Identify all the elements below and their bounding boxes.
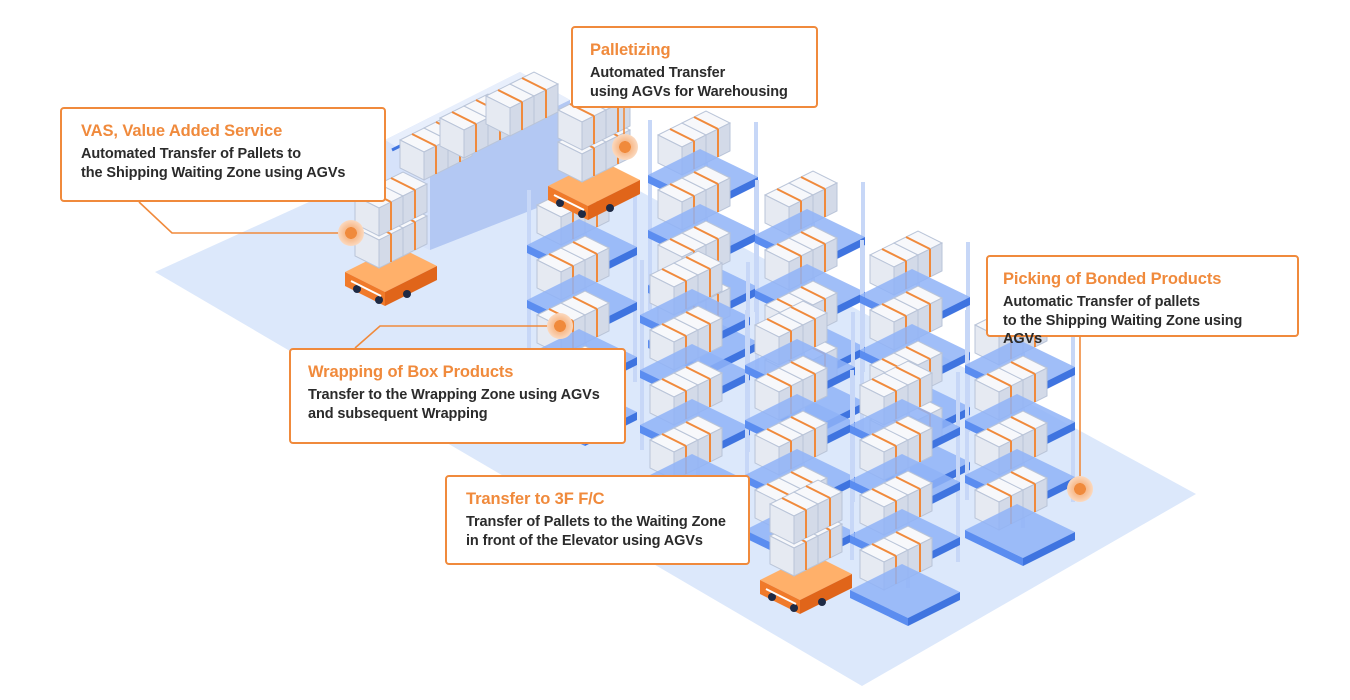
callout-line: using AGVs for Warehousing xyxy=(590,83,788,100)
callout-title: Picking of Bonded Products xyxy=(1003,270,1222,288)
hotspot-marker-icon xyxy=(338,134,1093,502)
callout-line: and subsequent Wrapping xyxy=(308,405,488,422)
callout-vas: VAS, Value Added Service Automated Trans… xyxy=(60,107,386,202)
callout-title: Wrapping of Box Products xyxy=(308,363,514,381)
callout-line: Automated Transfer of Pallets to xyxy=(81,146,301,162)
callout-title: Transfer to 3F F/C xyxy=(466,490,605,508)
callout-line: Transfer of Pallets to the Waiting Zone xyxy=(466,514,726,530)
callout-line: the Shipping Waiting Zone using AGVs xyxy=(81,164,346,181)
callout-line: Automatic Transfer of pallets xyxy=(1003,294,1200,310)
callout-title: VAS, Value Added Service xyxy=(81,122,283,140)
callout-wrapping: Wrapping of Box Products Transfer to the… xyxy=(289,348,626,444)
callout-line: to the Shipping Waiting Zone using AGVs xyxy=(1003,312,1243,348)
leader-lines xyxy=(138,108,1081,488)
callout-palletizing: Palletizing Automated Transfer using AGV… xyxy=(571,26,818,108)
callout-line: Transfer to the Wrapping Zone using AGVs xyxy=(308,387,600,403)
callout-picking: Picking of Bonded Products Automatic Tra… xyxy=(986,255,1299,347)
callout-line: in front of the Elevator using AGVs xyxy=(466,532,703,549)
callout-line: Automated Transfer xyxy=(590,65,726,81)
callout-title: Palletizing xyxy=(590,41,671,59)
callout-transfer: Transfer to 3F F/C Transfer of Pallets t… xyxy=(445,475,750,565)
